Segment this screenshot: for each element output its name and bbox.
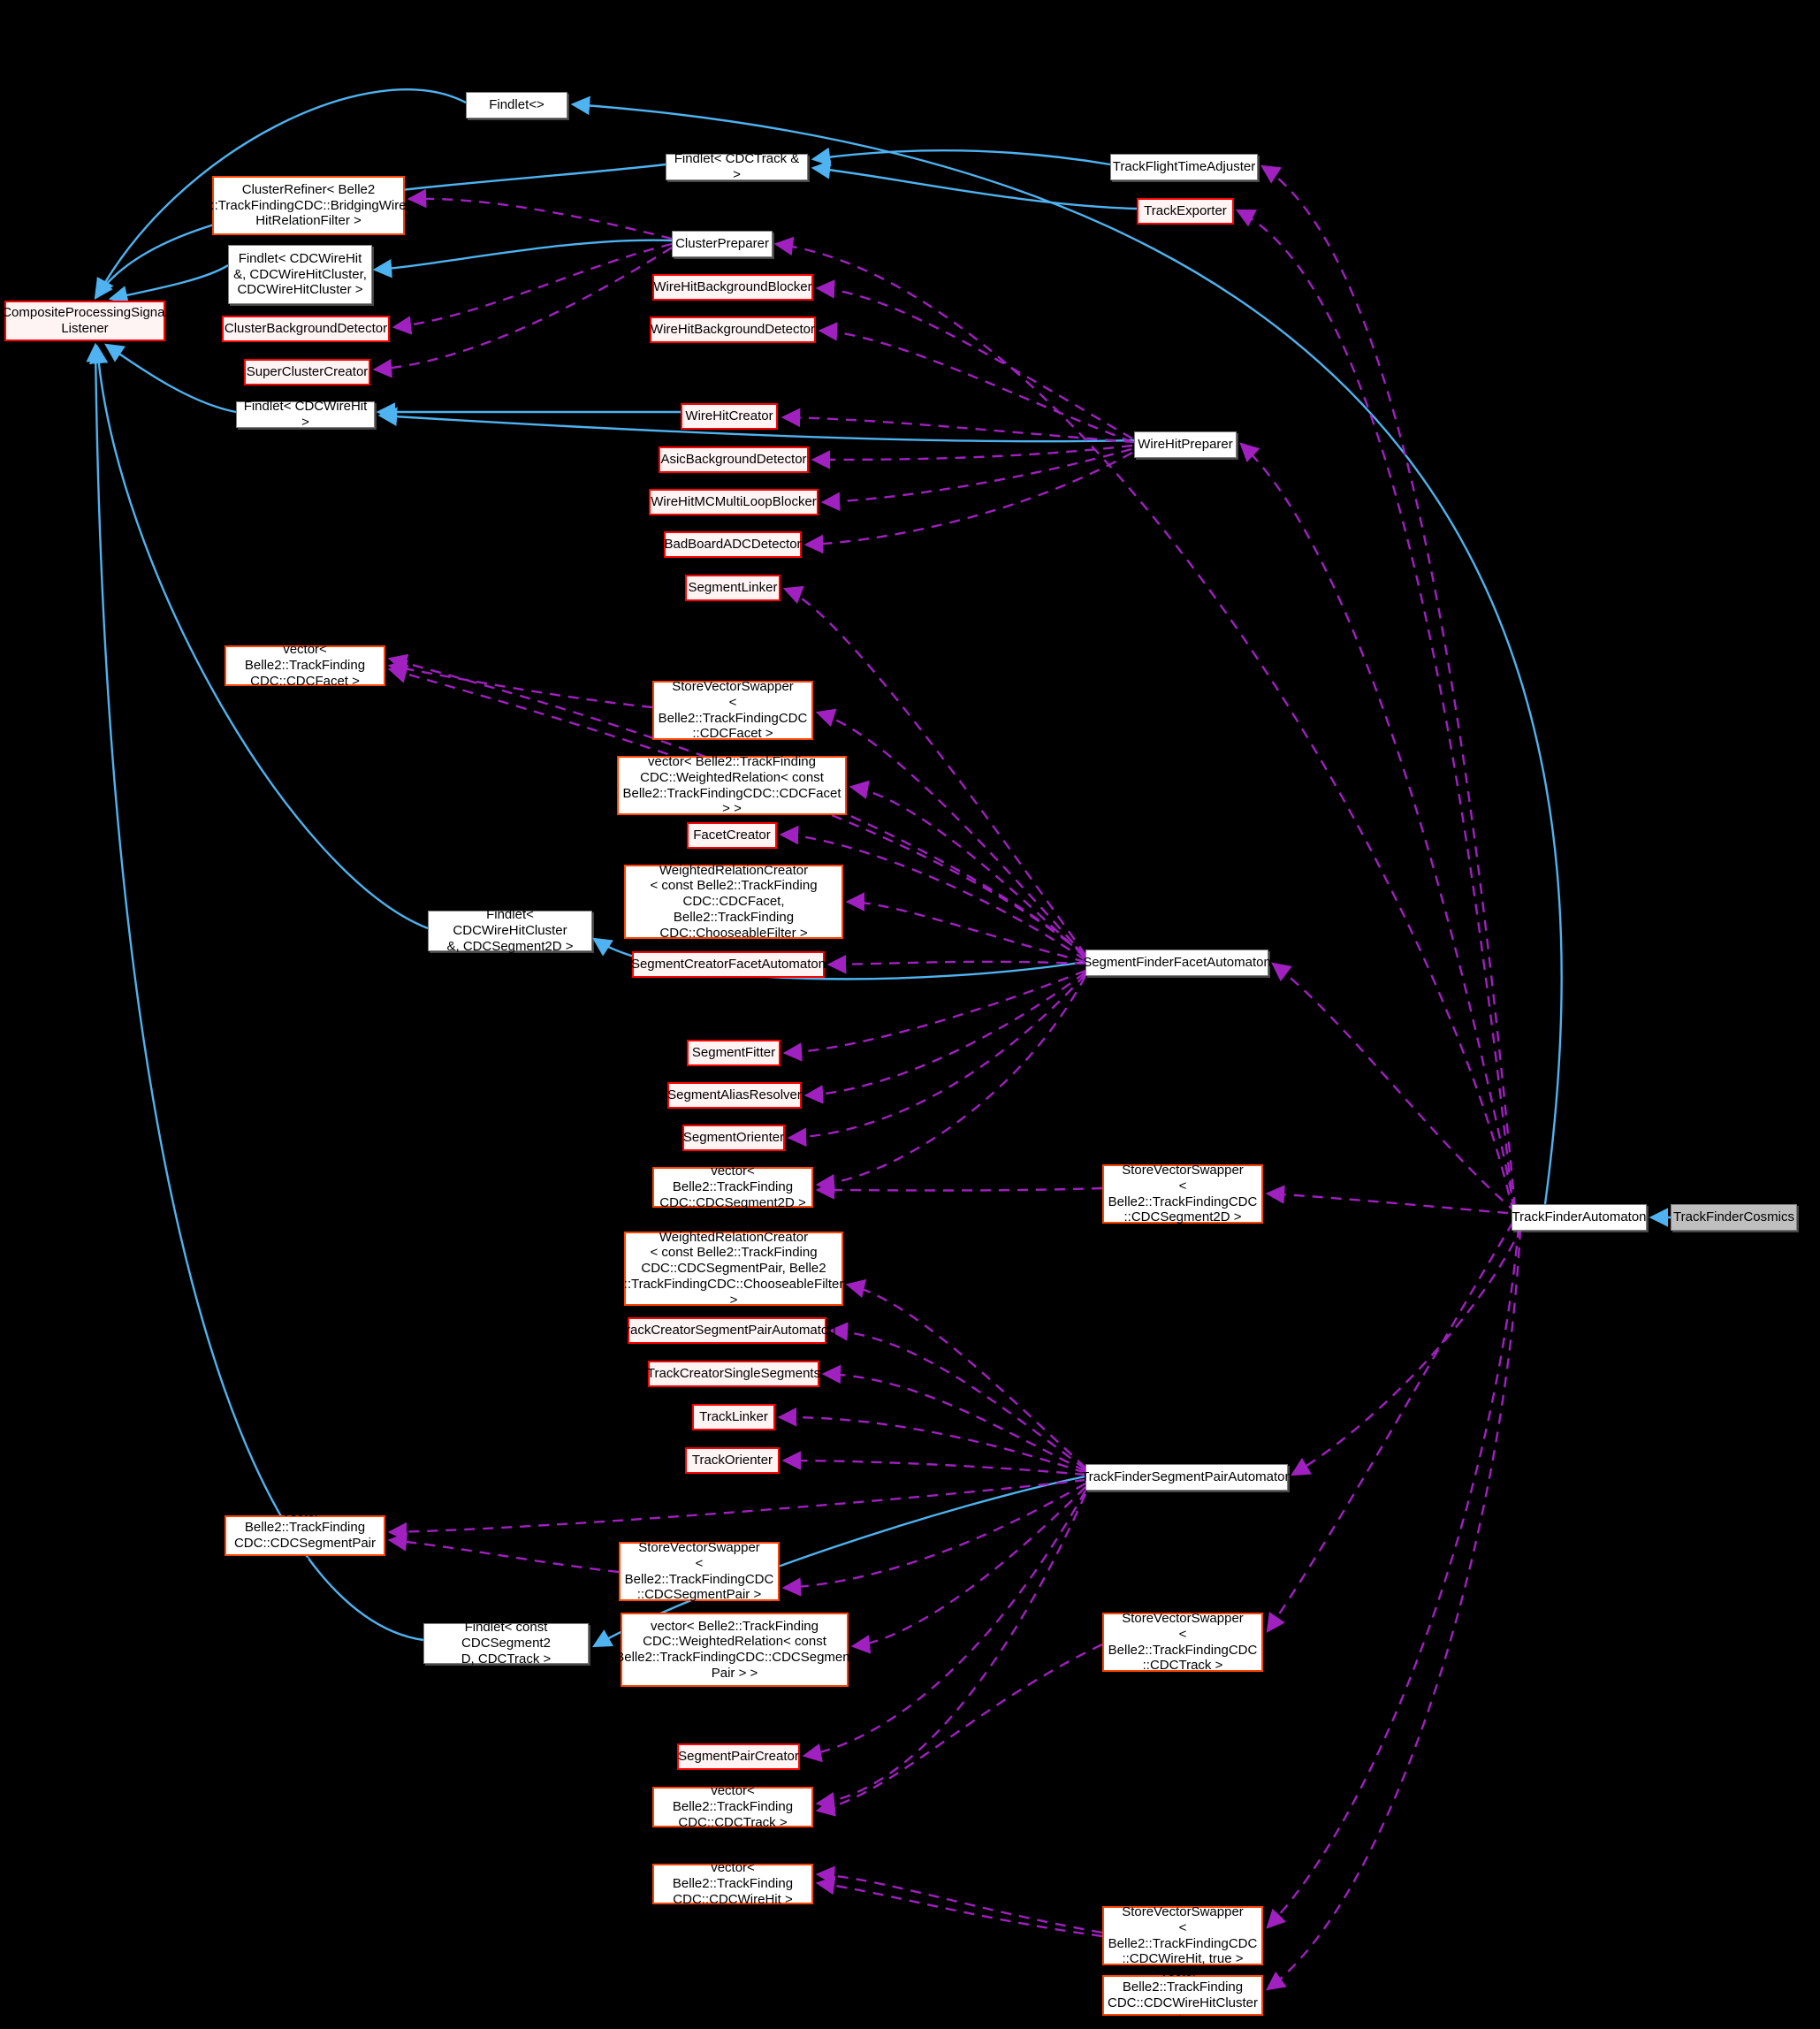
class-node-wrc_cdcfacet[interactable]: WeightedRelationCreator < const Belle2::… [624, 863, 843, 941]
class-node-track_creator_single_seg[interactable]: TrackCreatorSingleSegments [647, 1361, 820, 1387]
class-node-track_orienter[interactable]: TrackOrienter [685, 1447, 780, 1474]
class-node-vec_cdcsegment2d[interactable]: vector< Belle2::TrackFinding CDC::CDCSeg… [652, 1163, 813, 1210]
class-node-cluster_refiner[interactable]: ClusterRefiner< Belle2 ::TrackFindingCDC… [210, 176, 407, 235]
class-node-cluster_background_detector[interactable]: ClusterBackgroundDetector [222, 316, 390, 342]
class-node-wirehit_mc_multiloop_blocker[interactable]: WireHitMCMultiLoopBlocker [649, 489, 819, 515]
class-node-wirehit_preparer[interactable]: WireHitPreparer [1134, 431, 1237, 458]
class-node-findlet_cluster_seg2d[interactable]: Findlet< CDCWireHitCluster &, CDCSegment… [428, 907, 592, 954]
class-node-cluster_preparer[interactable]: ClusterPreparer [672, 231, 773, 257]
class-node-segment_linker[interactable]: SegmentLinker [685, 575, 781, 601]
class-node-segment_finder_facet_aut[interactable]: SegmentFinderFacetAutomaton [1083, 950, 1271, 976]
class-node-wirehit_creator[interactable]: WireHitCreator [681, 403, 778, 430]
class-node-track_finder_automaton[interactable]: TrackFinderAutomaton [1512, 1204, 1647, 1231]
class-node-svs_cdcsegmentpair[interactable]: StoreVectorSwapper < Belle2::TrackFindin… [619, 1540, 780, 1602]
class-node-findlet_const_seg2d_track[interactable]: Findlet< const CDCSegment2 D, CDCTrack > [423, 1620, 589, 1667]
class-node-segment_pair_creator[interactable]: SegmentPairCreator [677, 1743, 800, 1770]
class-node-track_creator_seg_pair_aut[interactable]: TrackCreatorSegmentPairAutomaton [618, 1317, 836, 1344]
class-node-findlet[interactable]: Findlet<> [466, 92, 567, 118]
class-node-svs_cdcsegment2d[interactable]: StoreVectorSwapper < Belle2::TrackFindin… [1102, 1163, 1263, 1224]
class-node-findlet_wirehit_cluster[interactable]: Findlet< CDCWireHit &, CDCWireHitCluster… [228, 245, 372, 304]
class-node-track_flight_time_adjuster[interactable]: TrackFlightTimeAdjuster [1110, 154, 1258, 180]
class-node-vec_cdcwirehit[interactable]: vector< Belle2::TrackFinding CDC::CDCWir… [652, 1860, 813, 1907]
class-node-segment_alias_resolver[interactable]: SegmentAliasResolver [667, 1082, 802, 1109]
class-node-vec_cdcwirehitcluster[interactable]: vector< Belle2::TrackFinding CDC::CDCWir… [1102, 1964, 1263, 2026]
class-node-track_linker[interactable]: TrackLinker [692, 1404, 775, 1430]
class-node-svs_cdctrack[interactable]: StoreVectorSwapper < Belle2::TrackFindin… [1102, 1611, 1263, 1673]
class-node-vec_wr_cdcfacet[interactable]: vector< Belle2::TrackFinding CDC::Weight… [617, 754, 847, 816]
class-node-vec_wr_cdcsegmentpair[interactable]: vector< Belle2::TrackFinding CDC::Weight… [615, 1613, 854, 1687]
class-node-segment_orienter[interactable]: SegmentOrienter [682, 1125, 785, 1151]
usage-edges [372, 164, 1524, 1991]
class-node-svs_cdcfacet[interactable]: StoreVectorSwapper < Belle2::TrackFindin… [652, 679, 813, 741]
class-node-wrc_cdcsegmentpair[interactable]: WeightedRelationCreator < const Belle2::… [623, 1229, 844, 1308]
class-node-findlet_cdctrack[interactable]: Findlet< CDCTrack & > [666, 151, 808, 182]
class-node-super_cluster_creator[interactable]: SuperClusterCreator [244, 359, 370, 385]
class-node-asic_background_detector[interactable]: AsicBackgroundDetector [659, 446, 809, 473]
class-node-composite_listener[interactable]: CompositeProcessingSignal Listener [2, 301, 168, 341]
class-node-track_finder_cosmics[interactable]: TrackFinderCosmics [1671, 1204, 1797, 1231]
class-node-vec_cdctrack[interactable]: vector< Belle2::TrackFinding CDC::CDCTra… [652, 1783, 813, 1830]
class-node-segment_fitter[interactable]: SegmentFitter [687, 1040, 781, 1066]
class-node-vec_cdcfacet[interactable]: vector< Belle2::TrackFinding CDC::CDCFac… [225, 642, 385, 689]
class-node-findlet_cdcwirehit[interactable]: Findlet< CDCWireHit > [236, 399, 375, 430]
class-node-track_exporter[interactable]: TrackExporter [1137, 198, 1234, 225]
class-node-track_finder_seg_pair_aut[interactable]: TrackFinderSegmentPairAutomaton [1081, 1464, 1292, 1491]
class-node-bad_board_adc_detector[interactable]: BadBoardADCDetector [664, 531, 802, 558]
class-node-svs_cdcwirehit_true[interactable]: StoreVectorSwapper < Belle2::TrackFindin… [1102, 1904, 1263, 1966]
class-node-facet_creator[interactable]: FacetCreator [687, 822, 777, 849]
class-node-wirehit_background_detector[interactable]: WireHitBackgroundDetector [650, 317, 816, 343]
class-node-wirehit_background_blocker[interactable]: WireHitBackgroundBlocker [652, 274, 813, 301]
class-node-segment_creator_facet_aut[interactable]: SegmentCreatorFacetAutomaton [631, 951, 826, 978]
class-node-vec_cdcsegmentpair[interactable]: vector< Belle2::TrackFinding CDC::CDCSeg… [225, 1505, 385, 1567]
